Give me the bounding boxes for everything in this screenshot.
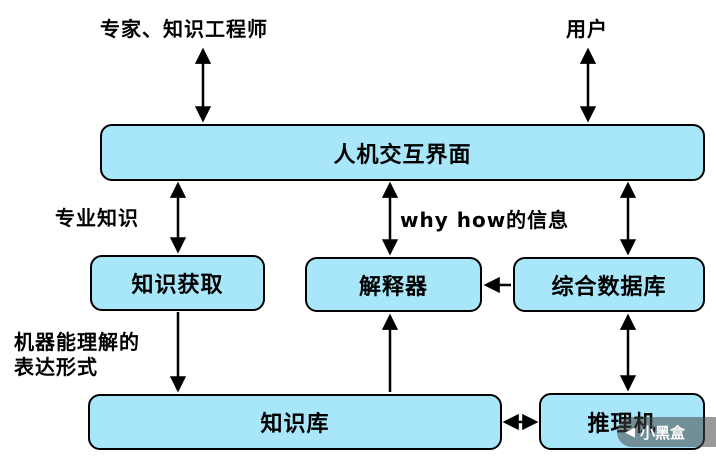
label-machine-understandable-form: 机器能理解的 表达形式 bbox=[14, 330, 179, 380]
watermark-text: 小黑盒 bbox=[640, 423, 686, 442]
box-comprehensive-database: 综合数据库 bbox=[513, 257, 705, 312]
box-interpreter: 解释器 bbox=[305, 257, 482, 312]
label-expert-knowledge-engineer: 专家、知识工程师 bbox=[100, 17, 268, 41]
box-knowledge-acquisition: 知识获取 bbox=[90, 255, 265, 311]
label-user: 用户 bbox=[566, 17, 608, 41]
label-professional-knowledge: 专业知识 bbox=[55, 206, 139, 230]
box-human-machine-interface: 人机交互界面 bbox=[100, 124, 705, 181]
watermark-xiaoheihe: ◀ 小黑盒 bbox=[617, 417, 716, 447]
label-machine-form-line1: 机器能理解的 bbox=[14, 330, 140, 354]
box-knowledge-base: 知识库 bbox=[88, 394, 502, 450]
label-machine-form-line2: 表达形式 bbox=[14, 355, 98, 379]
watermark-box-icon: ◀ bbox=[625, 424, 635, 440]
label-why-how-info: why how的信息 bbox=[400, 208, 570, 232]
